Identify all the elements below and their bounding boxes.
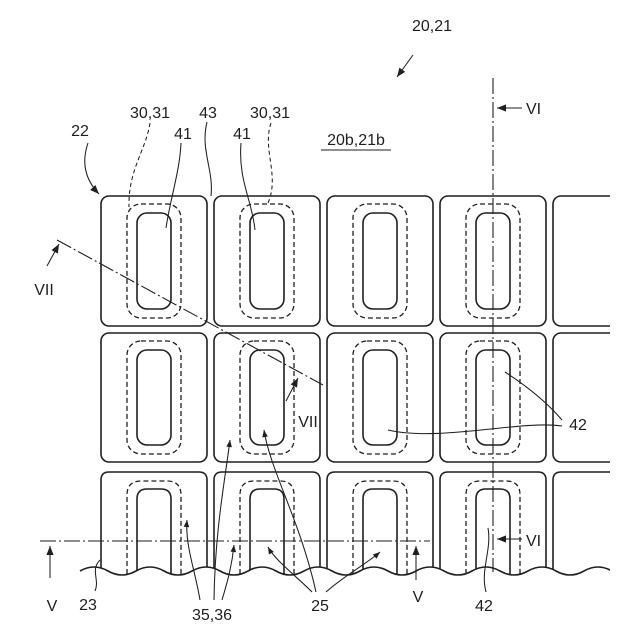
leader-42-right-lower [388, 425, 562, 434]
slot-outline-r2-c2 [240, 341, 294, 454]
slot-r3-c1 [137, 489, 171, 590]
cell-r2-c5 [553, 333, 640, 462]
leader-35-36-a [187, 520, 200, 600]
cell-r2-c1 [101, 333, 207, 462]
cell-r3-c5 [553, 472, 640, 590]
label-section-vi-bottom: VI [526, 533, 541, 550]
break-line [80, 567, 612, 575]
leader-42-bottom [484, 528, 489, 592]
label-42-right: 42 [569, 417, 587, 434]
cell-r1-c3 [327, 196, 433, 326]
leader-30-31-right [268, 123, 272, 203]
label-41-right: 41 [233, 126, 251, 143]
label-25: 25 [311, 598, 329, 615]
section-arrow-vii-left [47, 244, 59, 266]
leader-30-31-left [129, 123, 150, 207]
section-arrow-vii-right [286, 378, 298, 401]
slot-r2-c2 [250, 350, 284, 445]
label-20b-21b: 20b,21b [327, 132, 385, 149]
label-42-bottom: 42 [475, 598, 493, 615]
slot-outline-r1-c1 [127, 204, 181, 318]
leader-41-left [166, 143, 181, 228]
upper-cell-rows [101, 196, 640, 462]
leader-22 [85, 143, 99, 194]
leader-43 [205, 122, 211, 196]
label-30-31-right: 30,31 [250, 105, 290, 122]
slot-outline-r2-c3 [353, 341, 407, 454]
label-41-left: 41 [174, 126, 192, 143]
slot-r3-c2 [250, 489, 284, 590]
label-section-v-right: V [413, 589, 424, 606]
slot-outline-r2-c1 [127, 341, 181, 454]
slot-outline-r3-c3 [353, 481, 407, 590]
slot-outline-r1-c3 [353, 204, 407, 318]
slot-r2-c1 [137, 350, 171, 445]
leader-20-21 [397, 55, 413, 77]
cell-r1-c2 [214, 196, 320, 326]
leader-41-right [241, 143, 255, 230]
cell-r1-c1 [101, 196, 207, 326]
cell-grid [80, 196, 640, 590]
label-section-vii-left: VII [34, 282, 54, 299]
label-20-21: 20,21 [412, 18, 452, 35]
slot-r1-c3 [363, 213, 397, 309]
label-section-vii-right: VII [298, 414, 318, 431]
label-30-31-left: 30,31 [130, 105, 170, 122]
label-23: 23 [79, 597, 97, 614]
slot-outline-r1-c2 [240, 204, 294, 318]
slot-r3-c3 [363, 489, 397, 590]
leader-35-36-b [214, 440, 230, 600]
cell-r1-c5 [553, 196, 640, 326]
label-22: 22 [71, 123, 89, 140]
section-line-vii [57, 240, 323, 385]
cell-r2-c3 [327, 333, 433, 462]
label-section-v-left: V [47, 598, 58, 615]
label-section-vi-top: VI [526, 101, 541, 118]
label-35-36: 35,36 [192, 607, 232, 624]
leader-23 [95, 560, 100, 591]
label-43: 43 [199, 105, 217, 122]
